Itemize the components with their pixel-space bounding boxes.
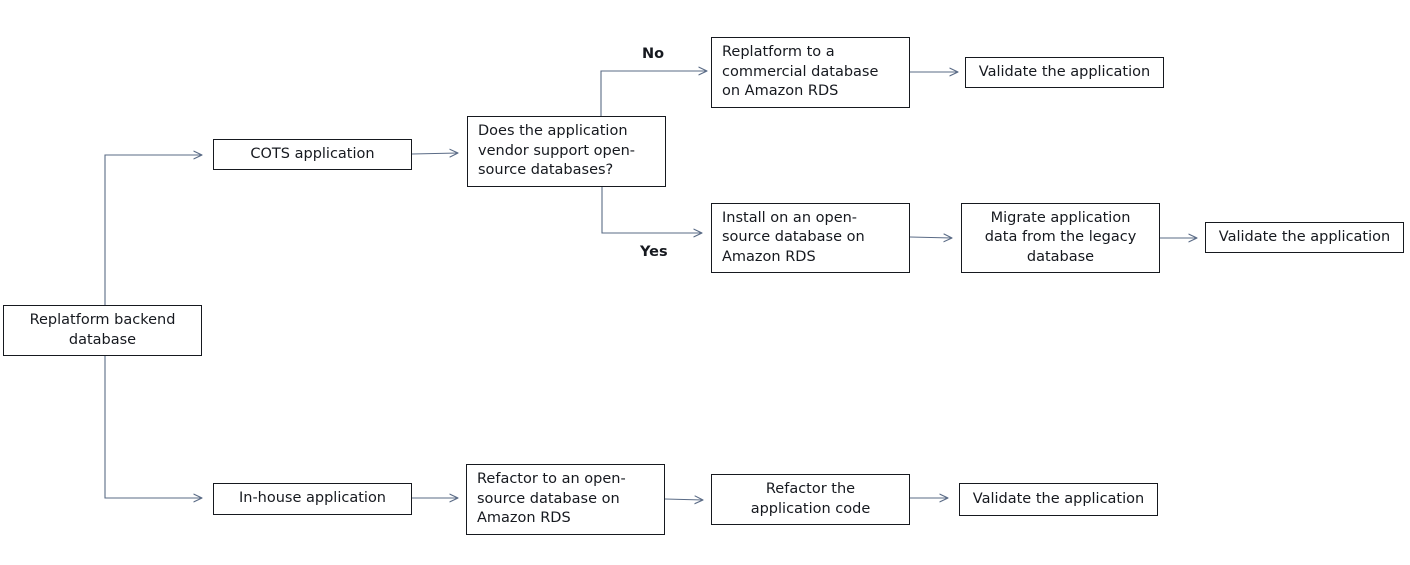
connector-question-no xyxy=(600,71,707,116)
refactor-code-label: Refactor the application code xyxy=(750,481,871,517)
cots-application-node: COTS application xyxy=(213,139,412,170)
connector-question-yes xyxy=(601,187,702,233)
inhouse-application-node: In-house application xyxy=(213,483,412,515)
validate-refactor-label: Validate the application xyxy=(972,490,1145,507)
migrate-data-node: Migrate application data from the legacy… xyxy=(961,203,1160,273)
validate-refactor-node: Validate the application xyxy=(959,483,1158,516)
commercial-database-node: Replatform to a commercial database on A… xyxy=(711,37,910,108)
refactor-code-node: Refactor the application code xyxy=(711,474,910,525)
vendor-support-decision-node: Does the application vendor support open… xyxy=(467,116,666,187)
refactor-database-node: Refactor to an open- source database on … xyxy=(466,464,665,535)
inhouse-application-label: In-house application xyxy=(238,490,387,507)
start-node-label: Replatform backend database xyxy=(29,312,176,348)
no-branch-label: No xyxy=(642,46,665,62)
validate-migrate-node: Validate the application xyxy=(1205,222,1404,253)
yes-branch-label: Yes xyxy=(640,244,668,260)
validate-commercial-label: Validate the application xyxy=(978,63,1151,80)
connector-cots-to-question xyxy=(411,153,458,154)
commercial-database-label: Replatform to a commercial database on A… xyxy=(722,44,879,100)
start-node: Replatform backend database xyxy=(3,305,202,356)
vendor-support-decision-label: Does the application vendor support open… xyxy=(478,123,636,179)
migrate-data-label: Migrate application data from the legacy… xyxy=(984,209,1137,265)
connector-install-to-migrate xyxy=(909,237,952,238)
validate-migrate-label: Validate the application xyxy=(1218,228,1391,245)
refactor-database-label: Refactor to an open- source database on … xyxy=(477,471,626,527)
install-open-source-node: Install on an open- source database on A… xyxy=(711,203,910,273)
cots-application-label: COTS application xyxy=(250,145,375,162)
connector-start-to-cots xyxy=(104,155,202,305)
connector-start-to-inhouse xyxy=(104,356,202,498)
install-open-source-label: Install on an open- source database on A… xyxy=(722,209,865,265)
connector-refactor-db-to-code xyxy=(664,499,703,500)
validate-commercial-node: Validate the application xyxy=(965,57,1164,88)
